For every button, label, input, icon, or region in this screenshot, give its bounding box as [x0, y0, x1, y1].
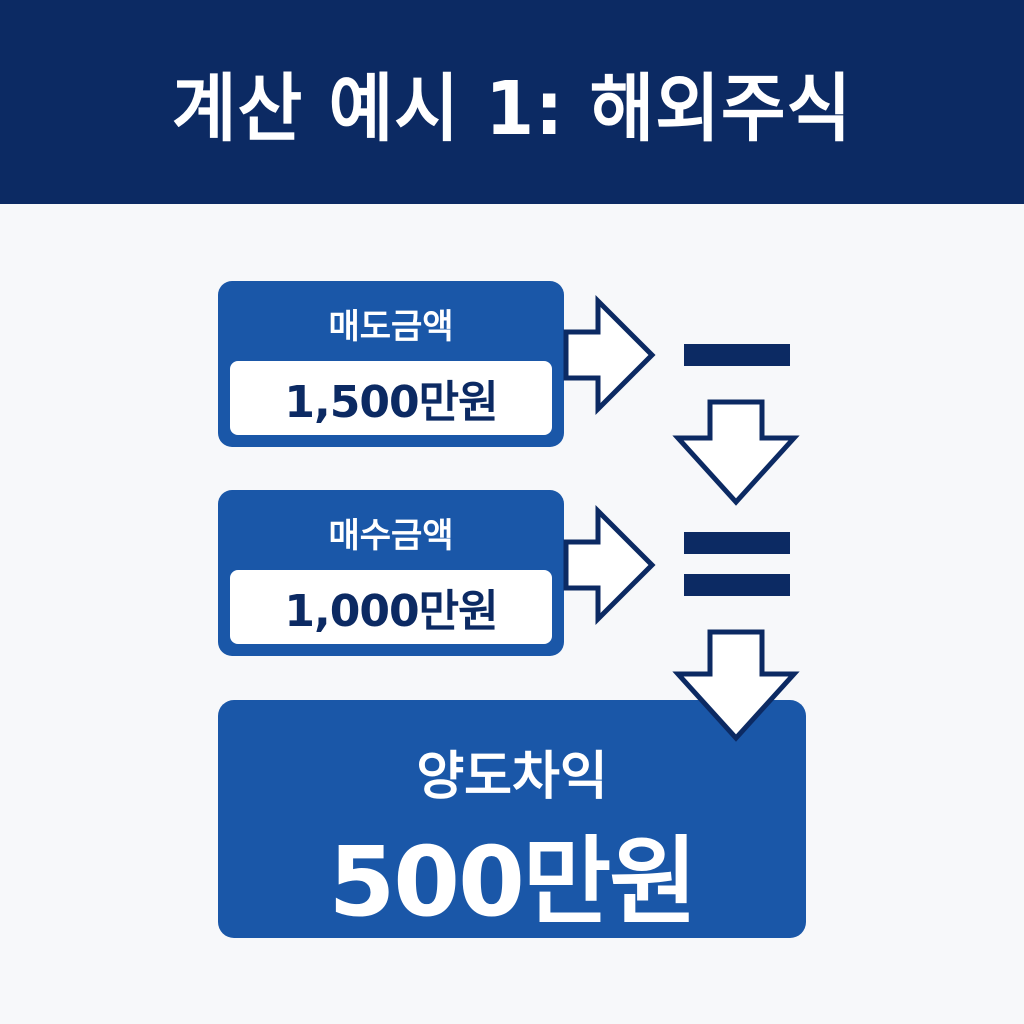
capital-gain-result-box: 양도차익 500만원: [218, 700, 806, 938]
arrow-down-icon: [672, 399, 800, 506]
buy-amount-box: 매수금액 1,000만원: [218, 490, 564, 656]
equals-operator-bottom-bar: [684, 574, 790, 596]
arrow-right-icon: [563, 294, 656, 416]
sell-amount-value: 1,500만원: [230, 361, 552, 435]
header-banner: 계산 예시 1: 해외주식: [0, 0, 1024, 204]
arrow-right-icon: [563, 504, 656, 626]
page-title: 계산 예시 1: 해외주식: [171, 65, 853, 152]
buy-amount-label: 매수금액: [328, 516, 454, 556]
arrow-down-icon: [672, 629, 800, 742]
capital-gain-value: 500만원: [328, 826, 697, 938]
sell-amount-label: 매도금액: [328, 307, 454, 347]
buy-amount-value: 1,000만원: [230, 570, 552, 644]
capital-gain-label: 양도차익: [416, 747, 608, 807]
minus-operator-icon: [684, 344, 790, 366]
equals-operator-top-bar: [684, 532, 790, 554]
sell-amount-box: 매도금액 1,500만원: [218, 281, 564, 447]
